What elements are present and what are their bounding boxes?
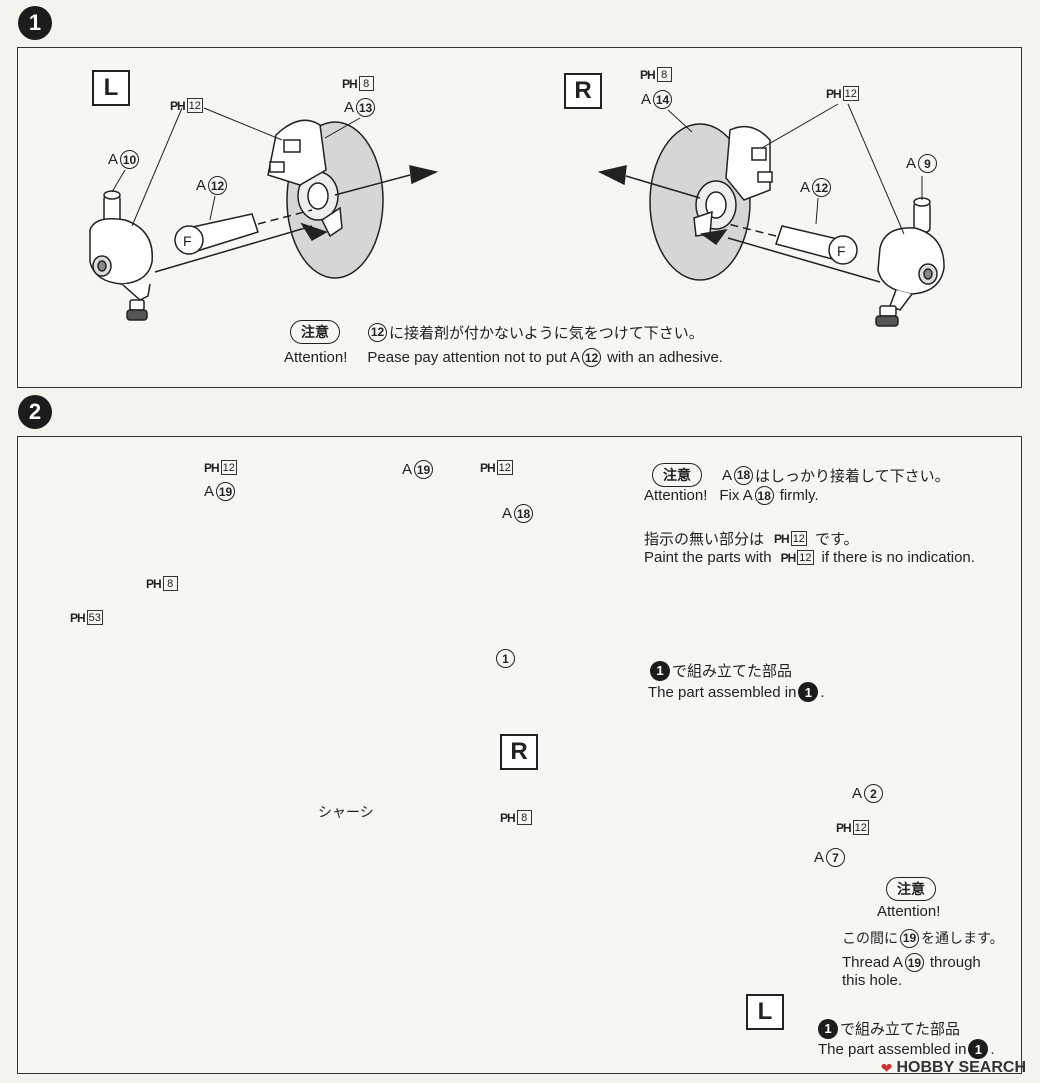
r-brake-disc-drawing	[649, 123, 773, 281]
step2-r-label: R	[500, 734, 538, 770]
step2-attention2-label: Attention!	[877, 903, 941, 920]
assembled2-jp-row: 1 で組み立てた部品	[818, 1018, 960, 1039]
l-knuckle-drawing	[89, 190, 153, 321]
hobby-search-watermark: ❤ HOBBY SEARCH	[880, 1059, 1026, 1076]
svg-text:F: F	[183, 233, 192, 249]
r-pin-a12-drawing: F	[775, 225, 858, 265]
r-leader-lines	[667, 103, 923, 235]
caution-badge: 注意	[290, 320, 340, 344]
caution-jp-text: に接着剤が付かないように気をつけて下さい。	[389, 324, 704, 342]
l-pin-a12-drawing: F	[174, 213, 259, 255]
chassis-label: シャーシ	[318, 804, 374, 820]
step-1-panel	[17, 47, 1022, 388]
step2-caution2-badge: 注意	[886, 877, 936, 901]
r-side-label: R	[564, 73, 602, 109]
part1-label: 1	[496, 649, 515, 668]
svg-text:F: F	[837, 243, 846, 259]
l-leader-lines	[111, 107, 361, 227]
step1-attention-row: Attention! Pease pay attention not to pu…	[284, 348, 723, 367]
logo-icon: ❤	[880, 1059, 893, 1076]
step-1-number: 1	[18, 6, 52, 40]
l-assembly-arrows	[154, 165, 439, 273]
l-side-label: L	[92, 70, 130, 106]
assembled-jp-row: 1 で組み立てた部品	[650, 660, 792, 681]
step2-l-label: L	[746, 994, 784, 1030]
l-brake-disc-drawing	[267, 119, 384, 279]
step1-caution-row: 注意 12 に接着剤が付かないように気をつけて下さい。	[290, 320, 704, 344]
assembled-en-row: The part assembled in 1.	[648, 682, 825, 702]
attention2-en-row-2: this hole.	[842, 972, 903, 989]
step-2-number: 2	[18, 395, 52, 429]
assembled2-en-row: The part assembled in 1.	[818, 1039, 995, 1059]
r-assembly-arrows	[597, 165, 881, 283]
r-knuckle-drawing	[875, 197, 945, 327]
